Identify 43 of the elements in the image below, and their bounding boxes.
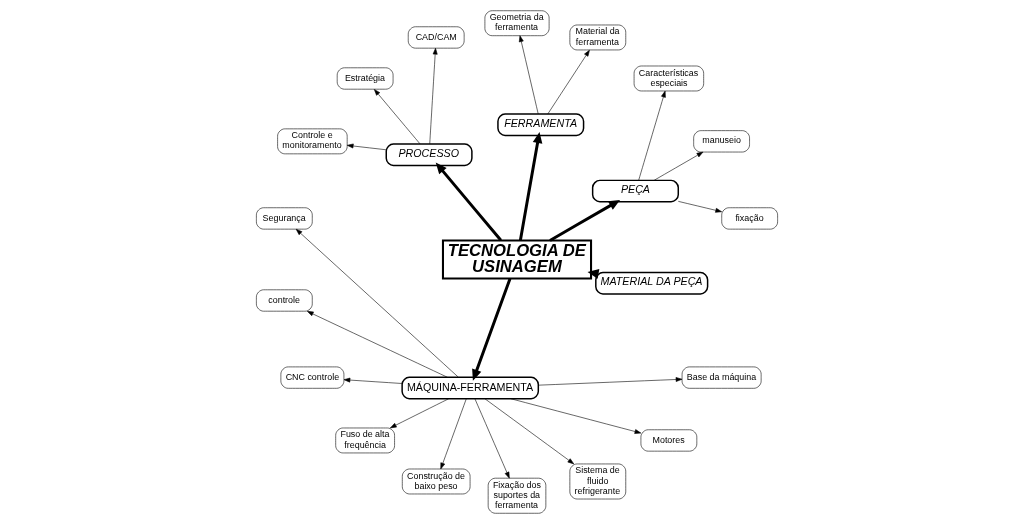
node-box: Construção de baixo peso [402, 468, 471, 495]
node-box: Controle e monitoramento [277, 128, 348, 155]
arrow [549, 200, 621, 242]
node-box: fixação [721, 207, 778, 230]
node-box: controle [256, 289, 313, 312]
node-box: CNC controle [280, 366, 345, 389]
node-box: FERRAMENTA [497, 113, 585, 137]
arrow [678, 201, 722, 213]
node-box: Fixação dos suportes da ferramenta [487, 477, 547, 514]
arrow [440, 398, 467, 470]
arrow [518, 35, 539, 115]
node-box: Estratégia [336, 67, 394, 90]
arrow [295, 228, 459, 378]
node-box: Fuso de alta frequência [335, 427, 395, 454]
node-box: MÁQUINA-FERRAMENTA [401, 376, 540, 400]
node-box: PEÇA [591, 179, 680, 203]
arrow [538, 377, 683, 386]
node-box: Características especiais [633, 65, 704, 92]
node-box: PROCESSO [385, 143, 473, 167]
node-box: Motores [640, 429, 698, 452]
arrow [390, 398, 449, 429]
arrow [435, 162, 502, 242]
node-box: Base da máquina [681, 366, 762, 389]
arrow [510, 398, 642, 434]
arrow [638, 90, 666, 181]
arrow [484, 398, 575, 465]
node-box: Geometria da ferramenta [484, 10, 550, 36]
arrow [472, 278, 512, 381]
arrow [307, 311, 448, 378]
node-box: Segurança [256, 207, 313, 230]
node-box: Sistema de fluido refrigerante [569, 463, 627, 500]
arrow [547, 49, 590, 115]
node-box: Material da ferramenta [569, 24, 627, 51]
node-box: manuseio [693, 130, 750, 153]
arrow [374, 89, 421, 145]
arrow [653, 151, 704, 181]
arrow [346, 143, 387, 151]
node-box: CAD/CAM [407, 26, 465, 49]
arrow [518, 131, 543, 241]
arrow [343, 377, 403, 384]
arrow [429, 47, 438, 145]
arrow [474, 398, 510, 479]
node-box: TECNOLOGIA DE USINAGEM [441, 239, 593, 280]
